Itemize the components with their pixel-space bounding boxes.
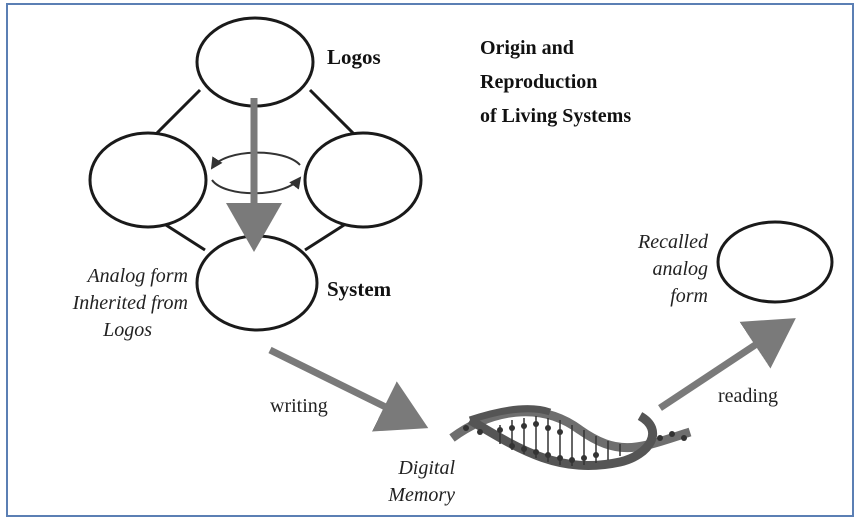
logos-label: Logos [327,45,381,69]
right-node [303,131,423,229]
left-node [88,131,208,229]
logos-node [195,16,315,108]
digital-memory-line-2: Memory [387,484,455,506]
recalled-line-2: analog [652,258,708,280]
recalled-line-1: Recalled [637,231,709,253]
title-line-1: Origin and [480,37,574,59]
recalled-form-node [716,220,834,304]
dna-helix-icon [449,405,692,470]
title-line-2: Reproduction [480,71,597,93]
analog-form-line-1: Analog form [85,265,188,287]
reading-label: reading [718,385,778,407]
title-line-3: of Living Systems [480,105,631,127]
analog-form-line-2: Inherited from [72,292,188,314]
analog-form-line-3: Logos [102,319,152,341]
digital-memory-line-1: Digital [397,457,455,479]
writing-label: writing [270,395,328,417]
writing-arrow [268,346,429,432]
system-label: System [327,277,392,301]
reading-arrow [658,318,796,411]
system-node [195,234,319,332]
recalled-line-3: form [670,285,708,307]
frame-border [6,3,854,517]
